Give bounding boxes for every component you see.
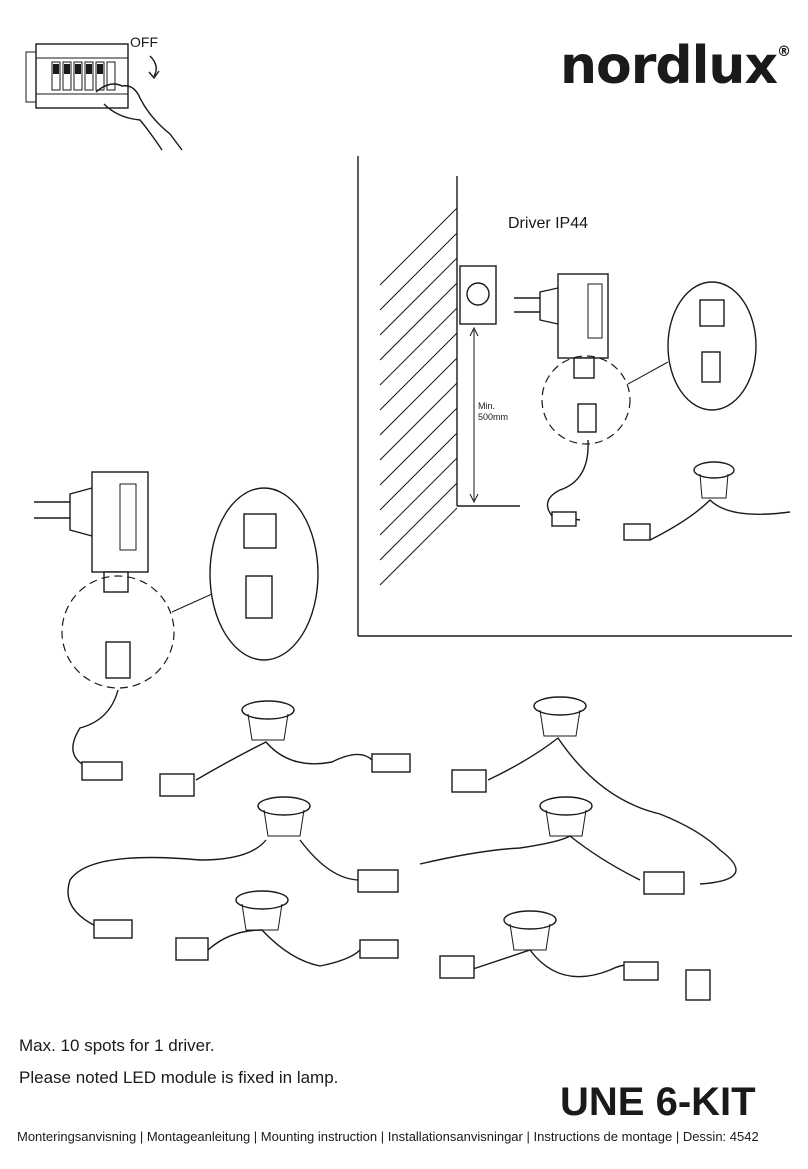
off-arrow-icon [148, 55, 160, 80]
zoom-ring [541, 355, 631, 445]
driver-plug-icon-large [34, 471, 149, 593]
hand-icon [95, 83, 183, 151]
note-led-module: Please noted LED module is fixed in lamp… [19, 1068, 339, 1087]
fuse-box-icon [25, 43, 129, 109]
brand-name: nordlux [560, 36, 778, 96]
registered-mark: ® [777, 44, 791, 60]
footer-languages: Monteringsanvisning | Montageanleitung |… [17, 1129, 759, 1144]
lamp-spots [235, 461, 735, 951]
cable-run [67, 439, 791, 978]
wall-socket-icon [459, 265, 497, 325]
mounting-frame [357, 156, 792, 637]
off-label: OFF [130, 34, 158, 50]
inline-connectors [81, 511, 711, 1001]
detail-bubble-large [209, 487, 319, 661]
min-distance-label: Min. 500mm [478, 401, 508, 423]
zoom-ring-large [61, 575, 175, 689]
driver-label: Driver IP44 [508, 215, 589, 232]
product-title: UNE 6-KIT [560, 1080, 756, 1124]
detail-bubble [667, 281, 757, 411]
min-label-line1: Min. [478, 401, 496, 411]
brand-logo: nordlux® [560, 36, 791, 96]
height-arrow-icon [469, 326, 479, 504]
driver-plug-icon [514, 273, 609, 379]
min-label-line2: 500mm [478, 412, 509, 422]
note-max-spots: Max. 10 spots for 1 driver. [19, 1036, 215, 1055]
